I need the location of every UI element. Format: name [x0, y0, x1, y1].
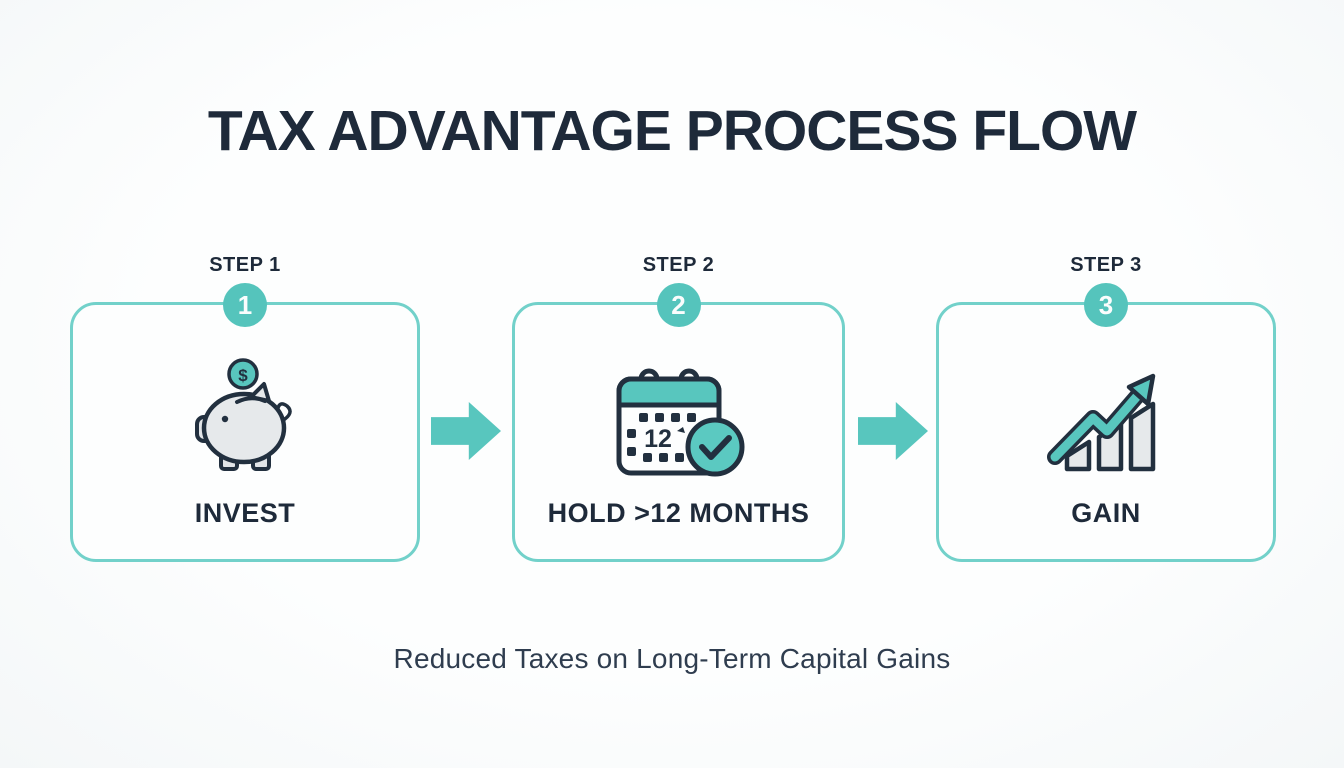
step-2-heading: STEP 2: [642, 254, 715, 276]
step-3-number-badge: 3: [1084, 283, 1128, 327]
right-arrow-icon: [431, 402, 501, 460]
calendar-date-text: 12: [644, 425, 672, 453]
step-group-1: STEP 1 1 $: [70, 254, 420, 562]
growth-chart-icon: [939, 351, 1273, 491]
step-3-card: 3 GAIN: [936, 283, 1276, 562]
step-1-label: INVEST: [194, 498, 296, 528]
step-1-heading: STEP 1: [209, 254, 281, 276]
calendar-check-icon: 12: [515, 351, 842, 491]
step-1-number-badge: 1: [223, 283, 267, 327]
step-2-number-badge: 2: [656, 283, 701, 327]
footer-caption: Reduced Taxes on Long-Term Capital Gains: [393, 643, 951, 674]
step-2-number: 2: [671, 289, 686, 320]
right-arrow-icon: [858, 402, 928, 460]
step-3-heading: STEP 3: [1070, 254, 1142, 276]
step-2-label: HOLD >12 MONTHS: [547, 498, 810, 528]
step-3-number: 3: [1098, 289, 1114, 320]
step-3-label: GAIN: [1071, 498, 1141, 528]
step-group-2: STEP 2 2: [512, 254, 845, 562]
step-2-card: 2 12: [512, 283, 845, 562]
step-1-number: 1: [237, 289, 253, 320]
step-group-3: STEP 3 3 GAIN: [936, 254, 1276, 562]
step-1-card: 1 $: [70, 283, 420, 562]
piggy-bank-icon: $: [73, 351, 417, 491]
page-title: TAX ADVANTAGE PROCESS FLOW: [207, 99, 1137, 163]
coin-dollar-glyph: $: [238, 366, 248, 385]
